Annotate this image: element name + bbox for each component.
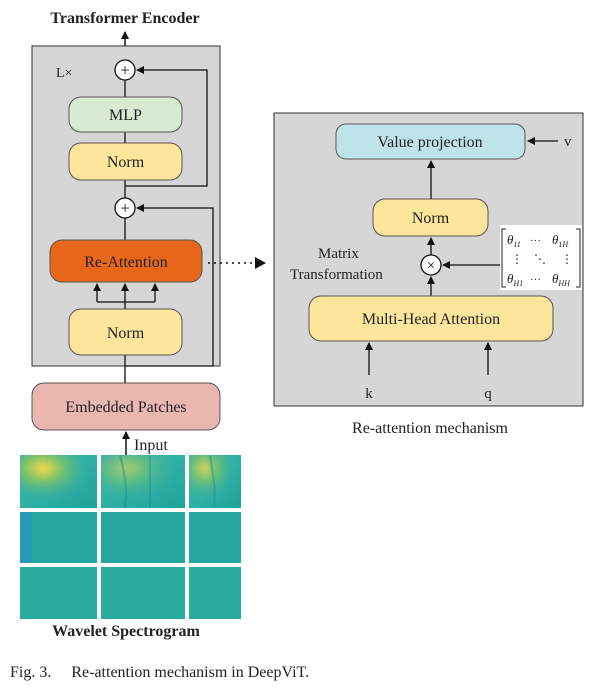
- mech-norm-label: Norm: [412, 210, 450, 227]
- value-projection-block: [335, 123, 526, 160]
- mlp-label: MLP: [109, 107, 142, 124]
- theta-H1: θ: [507, 271, 514, 286]
- mlp-block: [68, 96, 183, 133]
- svg-text:θH1: θH1: [507, 271, 523, 288]
- repeat-label: L×: [56, 66, 72, 81]
- theta-vdots-left: ⋮: [511, 252, 523, 266]
- mechanism-title: Re-attention mechanism: [352, 420, 509, 437]
- value-projection-label: Value projection: [377, 134, 482, 151]
- theta-HH-sub: HH: [557, 279, 571, 288]
- theta-11-sub: 11: [513, 240, 520, 249]
- theta-1H-sub: 1H: [558, 240, 569, 249]
- multihead-attention-label: Multi-Head Attention: [362, 311, 500, 328]
- theta-1H: θ: [552, 232, 559, 247]
- norm-bottom-block: [68, 308, 183, 356]
- residual-top: [125, 66, 208, 187]
- theta-vdots-right: ⋮: [561, 252, 573, 266]
- re-attention-label: Re-Attention: [84, 254, 168, 271]
- matrix-label-line2: Transformation: [290, 267, 383, 283]
- svg-text:θHH: θHH: [552, 271, 571, 288]
- spectrogram-label: Wavelet Spectrogram: [52, 623, 200, 640]
- theta-hdots-bottom: ···: [530, 274, 541, 286]
- svg-text:θ1H: θ1H: [552, 232, 569, 249]
- residual-bottom: [125, 204, 214, 367]
- multiply-sign: ×: [427, 258, 435, 274]
- encoder-title: Transformer Encoder: [50, 10, 199, 27]
- theta-11: θ: [507, 232, 514, 247]
- re-attention-block: [49, 239, 203, 283]
- add-node-top-plus: +: [120, 61, 130, 80]
- embedded-patches-label: Embedded Patches: [65, 399, 186, 416]
- embedded-patches-block: [31, 382, 221, 431]
- norm-top-label: Norm: [107, 154, 145, 171]
- svg-text:θ11: θ11: [507, 232, 521, 249]
- matrix-label-line1: Matrix: [318, 246, 359, 262]
- multihead-attention-block: [308, 295, 554, 342]
- v-label: v: [564, 134, 572, 150]
- norm-bottom-label: Norm: [107, 325, 145, 342]
- theta-hdots-top: ···: [530, 235, 541, 247]
- input-label: Input: [134, 437, 168, 454]
- theta-HH: θ: [552, 271, 559, 286]
- k-label: k: [365, 386, 373, 402]
- figure-caption: Fig. 3. Re-attention mechanism in DeepVi…: [10, 664, 310, 681]
- theta-H1-sub: H1: [512, 279, 523, 288]
- theta-ddots: ⋱: [534, 252, 546, 266]
- theta-matrix: θ11 ··· θ1H ⋮ ⋱ ⋮ θH1 ··· θHH: [500, 225, 582, 290]
- add-node-mid-plus: +: [120, 199, 130, 218]
- wavelet-spectrogram-image: [20, 454, 241, 619]
- q-label: q: [484, 386, 492, 402]
- dotted-link-head: [255, 257, 266, 269]
- norm-top-block: [68, 142, 183, 181]
